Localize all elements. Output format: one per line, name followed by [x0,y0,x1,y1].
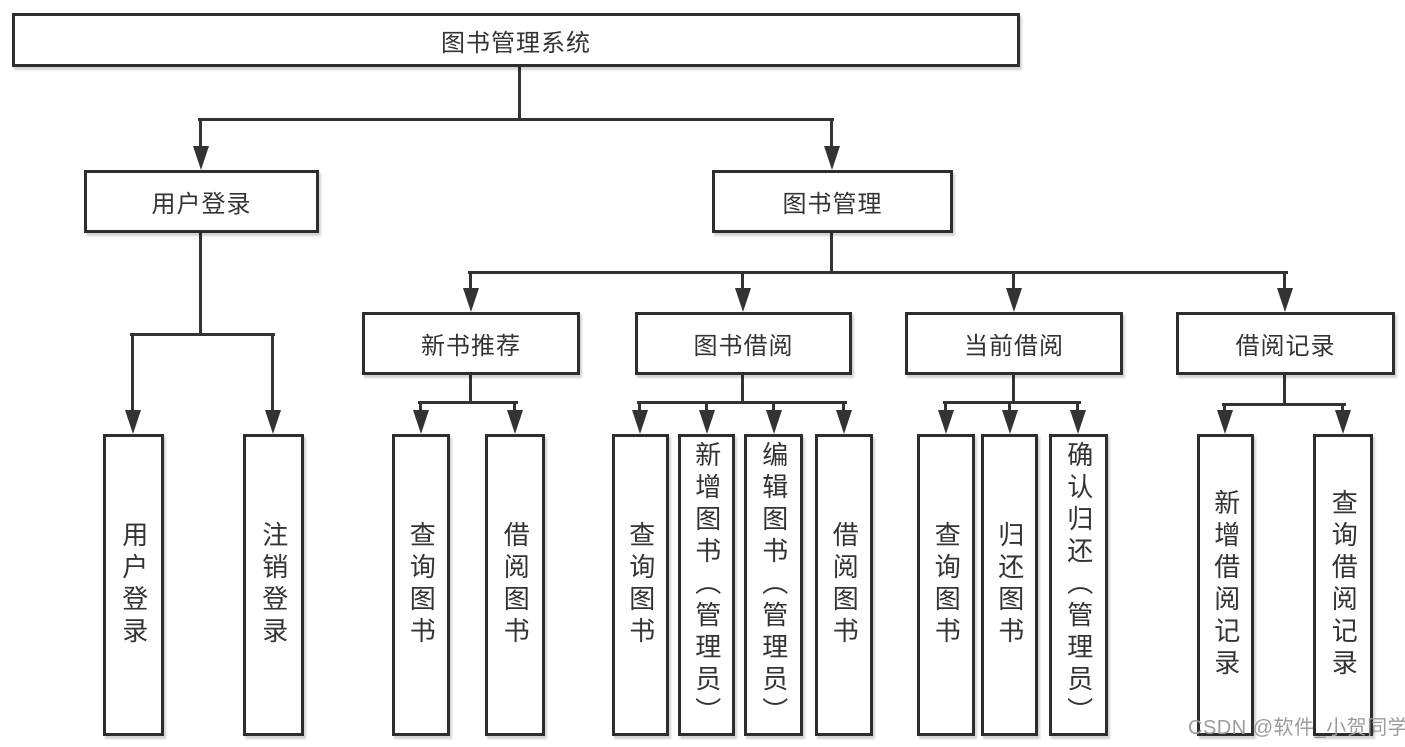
node-label: 图书借阅 [693,333,794,360]
arrow-down-icon [1335,410,1351,434]
leaf-label: 用户登录 [118,521,149,649]
connector-line [199,118,202,148]
leaf-query-books: 查询图书 [917,434,975,736]
connector-line [1008,401,1011,412]
leaf-label: 查询图书 [931,521,962,649]
connector-line [271,333,274,412]
connector-line [198,118,834,121]
arrow-down-icon [938,410,954,434]
connector-line [741,271,744,290]
arrow-down-icon [463,288,479,312]
leaf-return-book: 归还图书 [981,434,1038,736]
leaf-label: 新增图书（管理员） [691,441,722,729]
leaf-add-book-admin: 新增图书（管理员） [678,434,735,736]
leaf-user-login: 用户登录 [103,434,164,736]
connector-line [469,375,472,404]
arrow-down-icon [125,410,141,434]
connector-line [705,401,708,412]
node-label: 当前借阅 [964,333,1064,360]
connector-line [199,233,202,336]
node-user-login: 用户登录 [84,170,319,233]
arrow-down-icon [507,410,523,434]
connector-line [1341,403,1344,412]
arrow-down-icon [735,288,751,312]
connector-line [772,401,775,412]
connector-line [130,333,275,336]
node-book-management-system: 图书管理系统 [12,13,1020,67]
arrow-down-icon [1070,410,1086,434]
leaf-borrow-books: 借阅图书 [815,434,873,736]
arrow-down-icon [265,410,281,434]
leaf-query-books: 查询图书 [392,434,450,736]
connector-line [469,271,472,290]
connector-line [1012,271,1015,290]
node-label: 用户登录 [151,191,252,218]
arrow-down-icon [1006,288,1022,312]
node-new-book-recommend: 新书推荐 [362,312,580,375]
leaf-label: 归还图书 [994,521,1025,649]
connector-line [131,333,134,412]
leaf-label: 确认归还（管理员） [1063,441,1094,729]
connector-line [741,375,744,404]
connector-line [842,401,845,412]
connector-line [830,118,833,148]
connector-line [518,67,521,121]
leaf-borrow-books: 借阅图书 [485,434,545,736]
arrow-down-icon [824,146,840,170]
connector-line [637,401,847,404]
arrow-down-icon [193,146,209,170]
leaf-label: 借阅图书 [829,521,860,649]
connector-line [1076,401,1079,412]
arrow-down-icon [1002,410,1018,434]
leaf-label: 注销登录 [258,521,289,649]
leaf-label: 查询借阅记录 [1328,489,1359,681]
leaf-label: 查询图书 [625,521,656,649]
connector-line [1222,403,1346,406]
arrow-down-icon [1217,410,1233,434]
connector-line [638,401,641,412]
leaf-label: 借阅图书 [500,521,531,649]
watermark: CSDN @软件_小贺同学 [1188,717,1405,739]
connector-line [1283,375,1286,406]
arrow-down-icon [699,410,715,434]
connector-line [944,401,947,412]
leaf-logout: 注销登录 [243,434,304,736]
leaf-query-borrow-record: 查询借阅记录 [1313,434,1373,736]
connector-line [419,401,422,412]
node-label: 图书管理 [782,191,883,218]
node-current-borrowing: 当前借阅 [905,312,1123,375]
leaf-label: 新增借阅记录 [1210,489,1241,681]
leaf-label: 编辑图书（管理员） [758,441,789,729]
connector-line [830,233,833,274]
arrow-down-icon [836,410,852,434]
connector-line [513,401,516,412]
leaf-label: 查询图书 [406,521,437,649]
arrow-down-icon [766,410,782,434]
node-borrowing-records: 借阅记录 [1176,312,1395,375]
connector-line [943,401,1081,404]
arrow-down-icon [1277,288,1293,312]
leaf-add-borrow-record: 新增借阅记录 [1197,434,1254,736]
connector-line [418,401,518,404]
leaf-edit-book-admin: 编辑图书（管理员） [744,434,803,736]
leaf-confirm-return-admin: 确认归还（管理员） [1049,434,1108,736]
connector-line [1283,271,1286,290]
node-book-borrowing: 图书借阅 [635,312,852,375]
connector-line [468,271,1288,274]
arrow-down-icon [413,410,429,434]
arrow-down-icon [632,410,648,434]
leaf-query-books: 查询图书 [612,434,669,736]
node-book-management: 图书管理 [712,170,953,233]
connector-line [1012,375,1015,404]
connector-line [1223,403,1226,412]
node-label: 新书推荐 [421,333,521,360]
node-label: 借阅记录 [1235,333,1336,360]
node-label: 图书管理系统 [441,29,591,57]
